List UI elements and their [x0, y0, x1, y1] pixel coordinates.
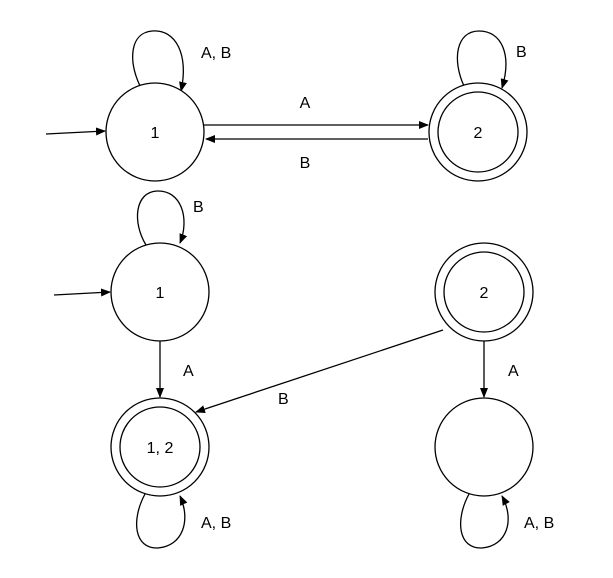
top-loop-1-label: A, B	[201, 45, 231, 62]
bottom-loop-empty-label: A, B	[524, 515, 554, 532]
bottom-loop-1-label: B	[193, 199, 204, 216]
bottom-loop-12-label: A, B	[201, 515, 231, 532]
top-state-2-label: 2	[474, 125, 483, 142]
top-edge-2-to-1-label: B	[300, 155, 311, 172]
bottom-state-12-label: 1, 2	[147, 440, 174, 457]
bottom-state-12	[110, 397, 210, 497]
top-state-2	[428, 82, 528, 182]
top-state-1	[105, 82, 205, 182]
bottom-edge-2-to-12-label: B	[278, 391, 289, 408]
bottom-state-12-accept-ring	[119, 406, 201, 488]
top-loop-2-label: B	[516, 44, 527, 61]
bottom-edge-2-to-empty-label: A	[508, 363, 519, 380]
top-state-1-self-loop	[132, 30, 187, 92]
top-initial-arrow	[45, 127, 106, 136]
bottom-state-2-accept-ring	[443, 251, 525, 333]
top-state-2-accept-ring	[437, 91, 519, 173]
bottom-initial-arrow	[53, 288, 111, 297]
bottom-state-12-self-loop	[135, 493, 188, 549]
bottom-edge-1-to-12-label: A	[183, 363, 194, 380]
top-state-1-label: 1	[151, 125, 160, 142]
top-automaton: A, B 1 A B B 2	[45, 30, 528, 182]
top-edge-1-to-2-label: A	[300, 95, 311, 112]
top-state-2-self-loop	[456, 30, 509, 89]
bottom-state-2-label: 2	[480, 285, 489, 302]
bottom-state-empty-self-loop	[459, 493, 510, 549]
bottom-state-1-label: 1	[156, 285, 165, 302]
bottom-edge-2-to-12	[195, 329, 444, 413]
bottom-state-empty	[434, 397, 534, 497]
bottom-state-1-self-loop	[136, 190, 188, 246]
bottom-automaton: B 1 A 2 B A 1, 2 A, B A, B	[53, 190, 554, 549]
